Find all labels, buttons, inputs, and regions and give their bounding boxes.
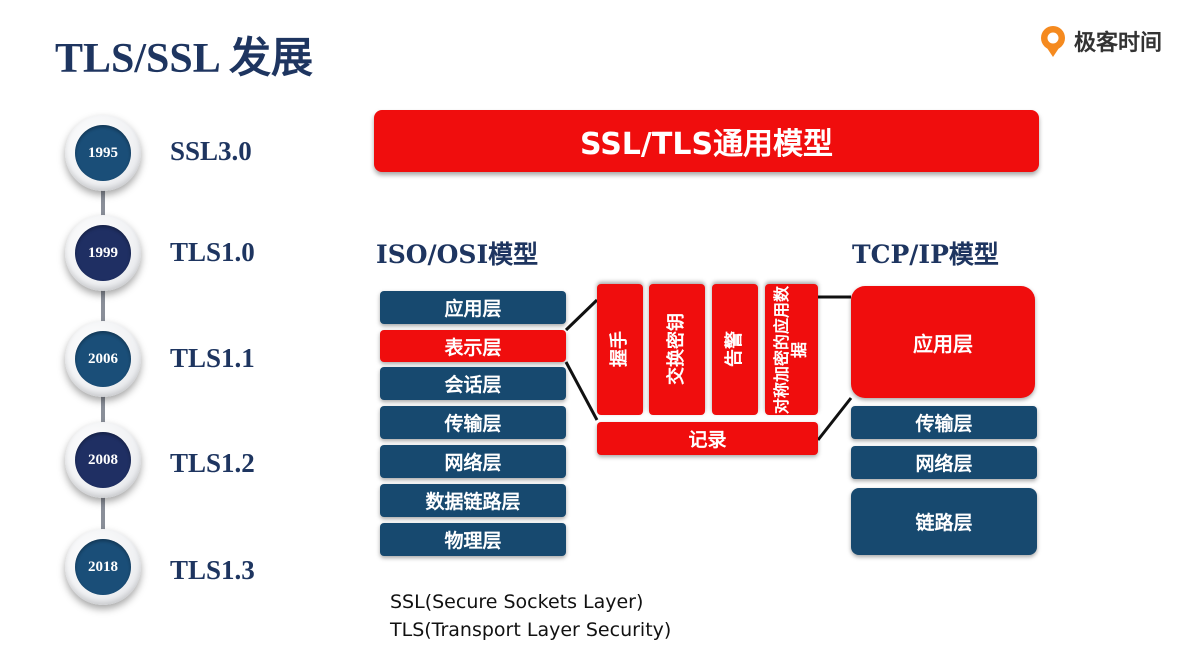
tcpip-layer-application: 应用层: [851, 286, 1035, 398]
timeline-label: TLS1.1: [170, 343, 255, 373]
brand-logo-text: 极客时间: [1074, 31, 1163, 56]
osi-layer-network: 网络层: [380, 445, 566, 478]
tcpip-model-title: TCP/IP模型: [852, 240, 999, 269]
model-banner: SSL/TLS通用模型: [374, 110, 1039, 172]
timeline-node-2008: 2008: [65, 422, 141, 498]
timeline-label: TLS1.3: [170, 555, 255, 585]
osi-layer-session: 会话层: [380, 367, 566, 400]
note-ssl: SSL(Secure Sockets Layer): [390, 591, 644, 613]
osi-layer-physical: 物理层: [380, 523, 566, 556]
timeline-node-1999: 1999: [65, 215, 141, 291]
timeline-year-badge: 2008: [75, 432, 131, 488]
osi-layer-transport: 传输层: [380, 406, 566, 439]
tls-alert-label: 告警: [724, 331, 746, 368]
tls-key-exchange-protocol: 交换密钥: [649, 284, 705, 415]
tls-alert-protocol: 告警: [712, 284, 758, 415]
timeline-year-badge: 2018: [75, 539, 131, 595]
tls-handshake-label: 握手: [609, 331, 631, 368]
osi-layer-application: 应用层: [380, 291, 566, 324]
page-title: TLS/SSL 发展: [55, 36, 313, 82]
tls-key-exchange-label: 交换密钥: [666, 313, 688, 386]
timeline-label: TLS1.2: [170, 448, 255, 478]
tls-handshake-protocol: 握手: [597, 284, 643, 415]
tls-app-data-protocol: 对称加密的应用数据: [765, 284, 818, 415]
osi-layer-datalink: 数据链路层: [380, 484, 566, 517]
timeline-node-1995: 1995: [65, 115, 141, 191]
tls-app-data-label: 对称加密的应用数据: [772, 285, 809, 414]
timeline-year-badge: 1995: [75, 125, 131, 181]
osi-layer-presentation: 表示层: [380, 330, 566, 362]
timeline-year-badge: 2006: [75, 331, 131, 387]
tcpip-layer-network: 网络层: [851, 446, 1037, 479]
note-tls: TLS(Transport Layer Security): [390, 619, 672, 641]
tcpip-layer-link: 链路层: [851, 488, 1037, 555]
timeline-label: SSL3.0: [170, 136, 252, 166]
brand-logo: 极客时间: [1038, 22, 1162, 60]
timeline-year-badge: 1999: [75, 225, 131, 281]
tls-record-layer: 记录: [597, 422, 818, 455]
timeline-node-2018: 2018: [65, 529, 141, 605]
timeline-node-2006: 2006: [65, 321, 141, 397]
tcpip-layer-transport: 传输层: [851, 406, 1037, 439]
timeline-label: TLS1.0: [170, 237, 255, 267]
geektime-logo-icon: [1041, 26, 1065, 57]
osi-model-title: ISO/OSI模型: [376, 240, 539, 269]
